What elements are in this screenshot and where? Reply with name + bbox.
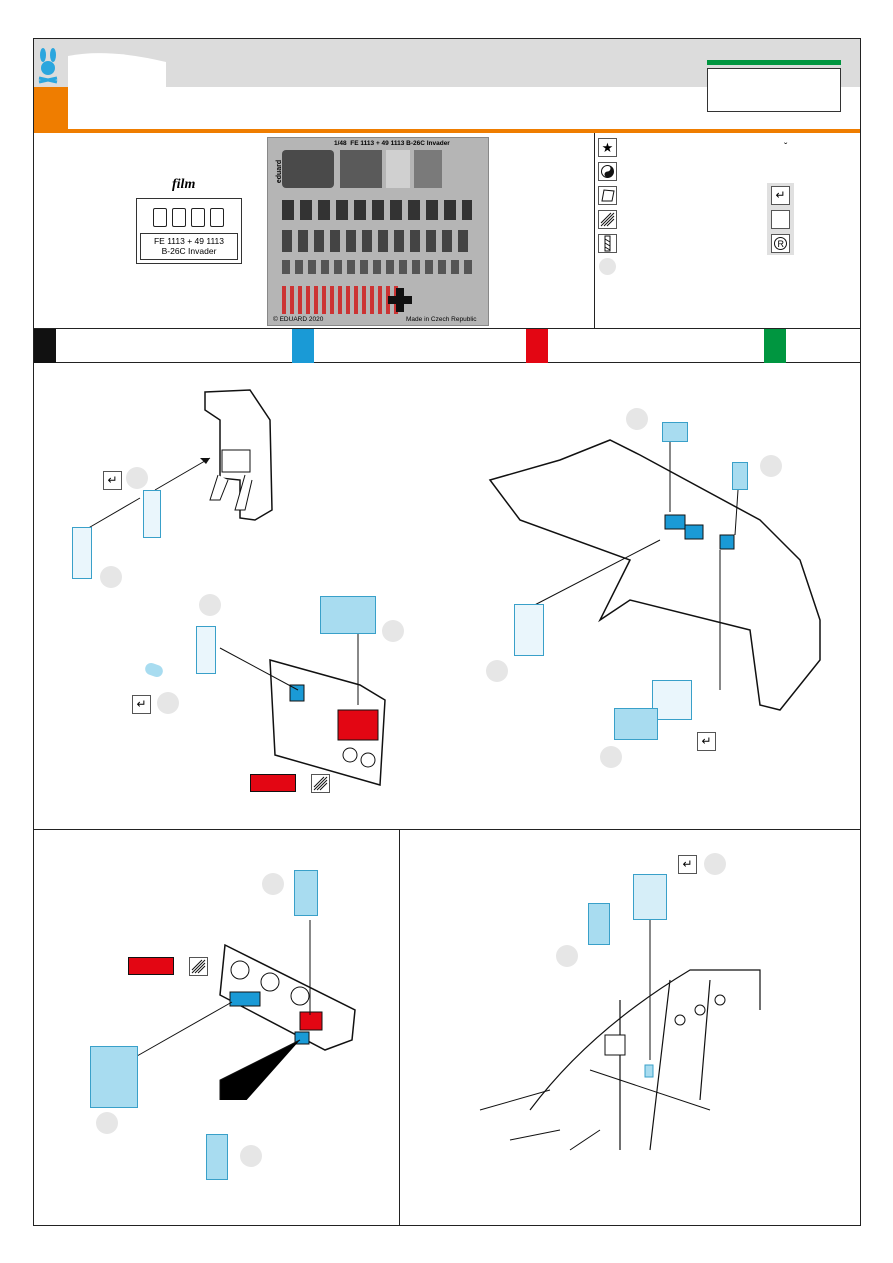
section-marker xyxy=(34,87,68,129)
etch-icon xyxy=(598,210,617,229)
photo-etch-fret: 1/48 FE 1113 + 49 1113 B-26C Invader edu… xyxy=(267,137,489,326)
page-frame xyxy=(33,38,861,1226)
seat-part-a xyxy=(143,490,161,538)
star-icon: ★ xyxy=(598,138,617,157)
eduard-logo xyxy=(36,48,60,84)
fret-instrument-panel xyxy=(282,150,334,188)
fret-row-2 xyxy=(282,230,472,252)
color-black xyxy=(34,329,56,363)
tick-mark: ˇ xyxy=(784,142,788,153)
yin-yang-icon xyxy=(598,162,617,181)
paint-swatch-red xyxy=(250,774,296,792)
fuselage-decal-a xyxy=(662,422,688,442)
fuselage-box xyxy=(652,680,692,720)
fret-row-4 xyxy=(282,286,402,314)
interior-box xyxy=(633,874,667,920)
step-circle xyxy=(556,945,578,967)
step-circle xyxy=(157,692,179,714)
panel-decal xyxy=(320,596,376,634)
bend-icon: ↵ xyxy=(697,732,716,751)
step-circle xyxy=(382,620,404,642)
step1-drawing xyxy=(84,389,273,531)
color-green xyxy=(764,329,786,363)
step-circle xyxy=(626,408,648,430)
fret-cross xyxy=(388,288,412,312)
side-decal-c xyxy=(206,1134,228,1180)
interior-decal xyxy=(588,903,610,945)
fret-madein: Made in Czech Republic xyxy=(406,316,477,323)
step2-drawing xyxy=(219,625,386,786)
paint-swatch-red xyxy=(128,957,174,975)
side-decal-b xyxy=(90,1046,138,1108)
fret-panel-b xyxy=(340,150,382,188)
product-code: FE 1113 + 49 1113 xyxy=(153,236,225,246)
step-circle xyxy=(760,455,782,477)
bend-icon: ↵ xyxy=(103,471,122,490)
film-box: FE 1113 + 49 1113 B-26C Invader xyxy=(136,198,242,264)
fret-panel-d xyxy=(414,150,442,188)
step-circle xyxy=(600,746,622,768)
fret-row-3 xyxy=(282,260,472,274)
etch-icon xyxy=(189,957,208,976)
title-accent-bar xyxy=(707,60,841,65)
step3-drawing xyxy=(488,435,821,711)
step-circle xyxy=(704,853,726,875)
panel-part xyxy=(196,626,216,674)
step4-drawing xyxy=(129,920,356,1100)
fret-panel-c xyxy=(386,150,410,188)
film-label: film xyxy=(172,177,196,192)
bend-icon: ↵ xyxy=(132,695,151,714)
step-circle xyxy=(96,1112,118,1134)
color-red xyxy=(526,329,548,363)
logo-tab xyxy=(68,48,166,87)
side-decal-a xyxy=(294,870,318,916)
blank-icon xyxy=(771,210,790,229)
sheet-icon xyxy=(598,186,617,205)
fret-copyright: © EDUARD 2020 xyxy=(273,316,324,323)
product-name: B-26C Invader xyxy=(161,246,217,256)
step-circle xyxy=(240,1145,262,1167)
drill-icon xyxy=(598,234,617,253)
title-box xyxy=(707,68,841,112)
remove-icon: R xyxy=(771,234,790,253)
legend-circle xyxy=(599,258,616,275)
step-circle xyxy=(126,467,148,489)
color-strip-bottom xyxy=(34,362,860,363)
header-divider xyxy=(594,133,595,329)
bend-icon: ↵ xyxy=(678,855,697,874)
fuselage-decal-b xyxy=(732,462,748,490)
seat-part-b xyxy=(72,527,92,579)
fuselage-decal-c xyxy=(514,604,544,656)
fret-row-1 xyxy=(282,200,472,220)
step-circle xyxy=(100,566,122,588)
svg-text:R: R xyxy=(778,239,785,249)
step5-drawing xyxy=(479,920,761,1151)
fuselage-decal-d xyxy=(614,708,658,740)
step-circle xyxy=(199,594,221,616)
color-strip-top xyxy=(34,328,860,329)
section-divider-v xyxy=(399,830,400,1226)
header-rule xyxy=(34,129,860,133)
section-divider-h xyxy=(34,829,860,830)
etch-icon xyxy=(311,774,330,793)
step-circle xyxy=(262,873,284,895)
fret-title: 1/48 FE 1113 + 49 1113 B-26C Invader xyxy=(334,140,450,147)
color-blue xyxy=(292,329,314,363)
bend-icon: ↵ xyxy=(771,186,790,205)
step-circle xyxy=(486,660,508,682)
